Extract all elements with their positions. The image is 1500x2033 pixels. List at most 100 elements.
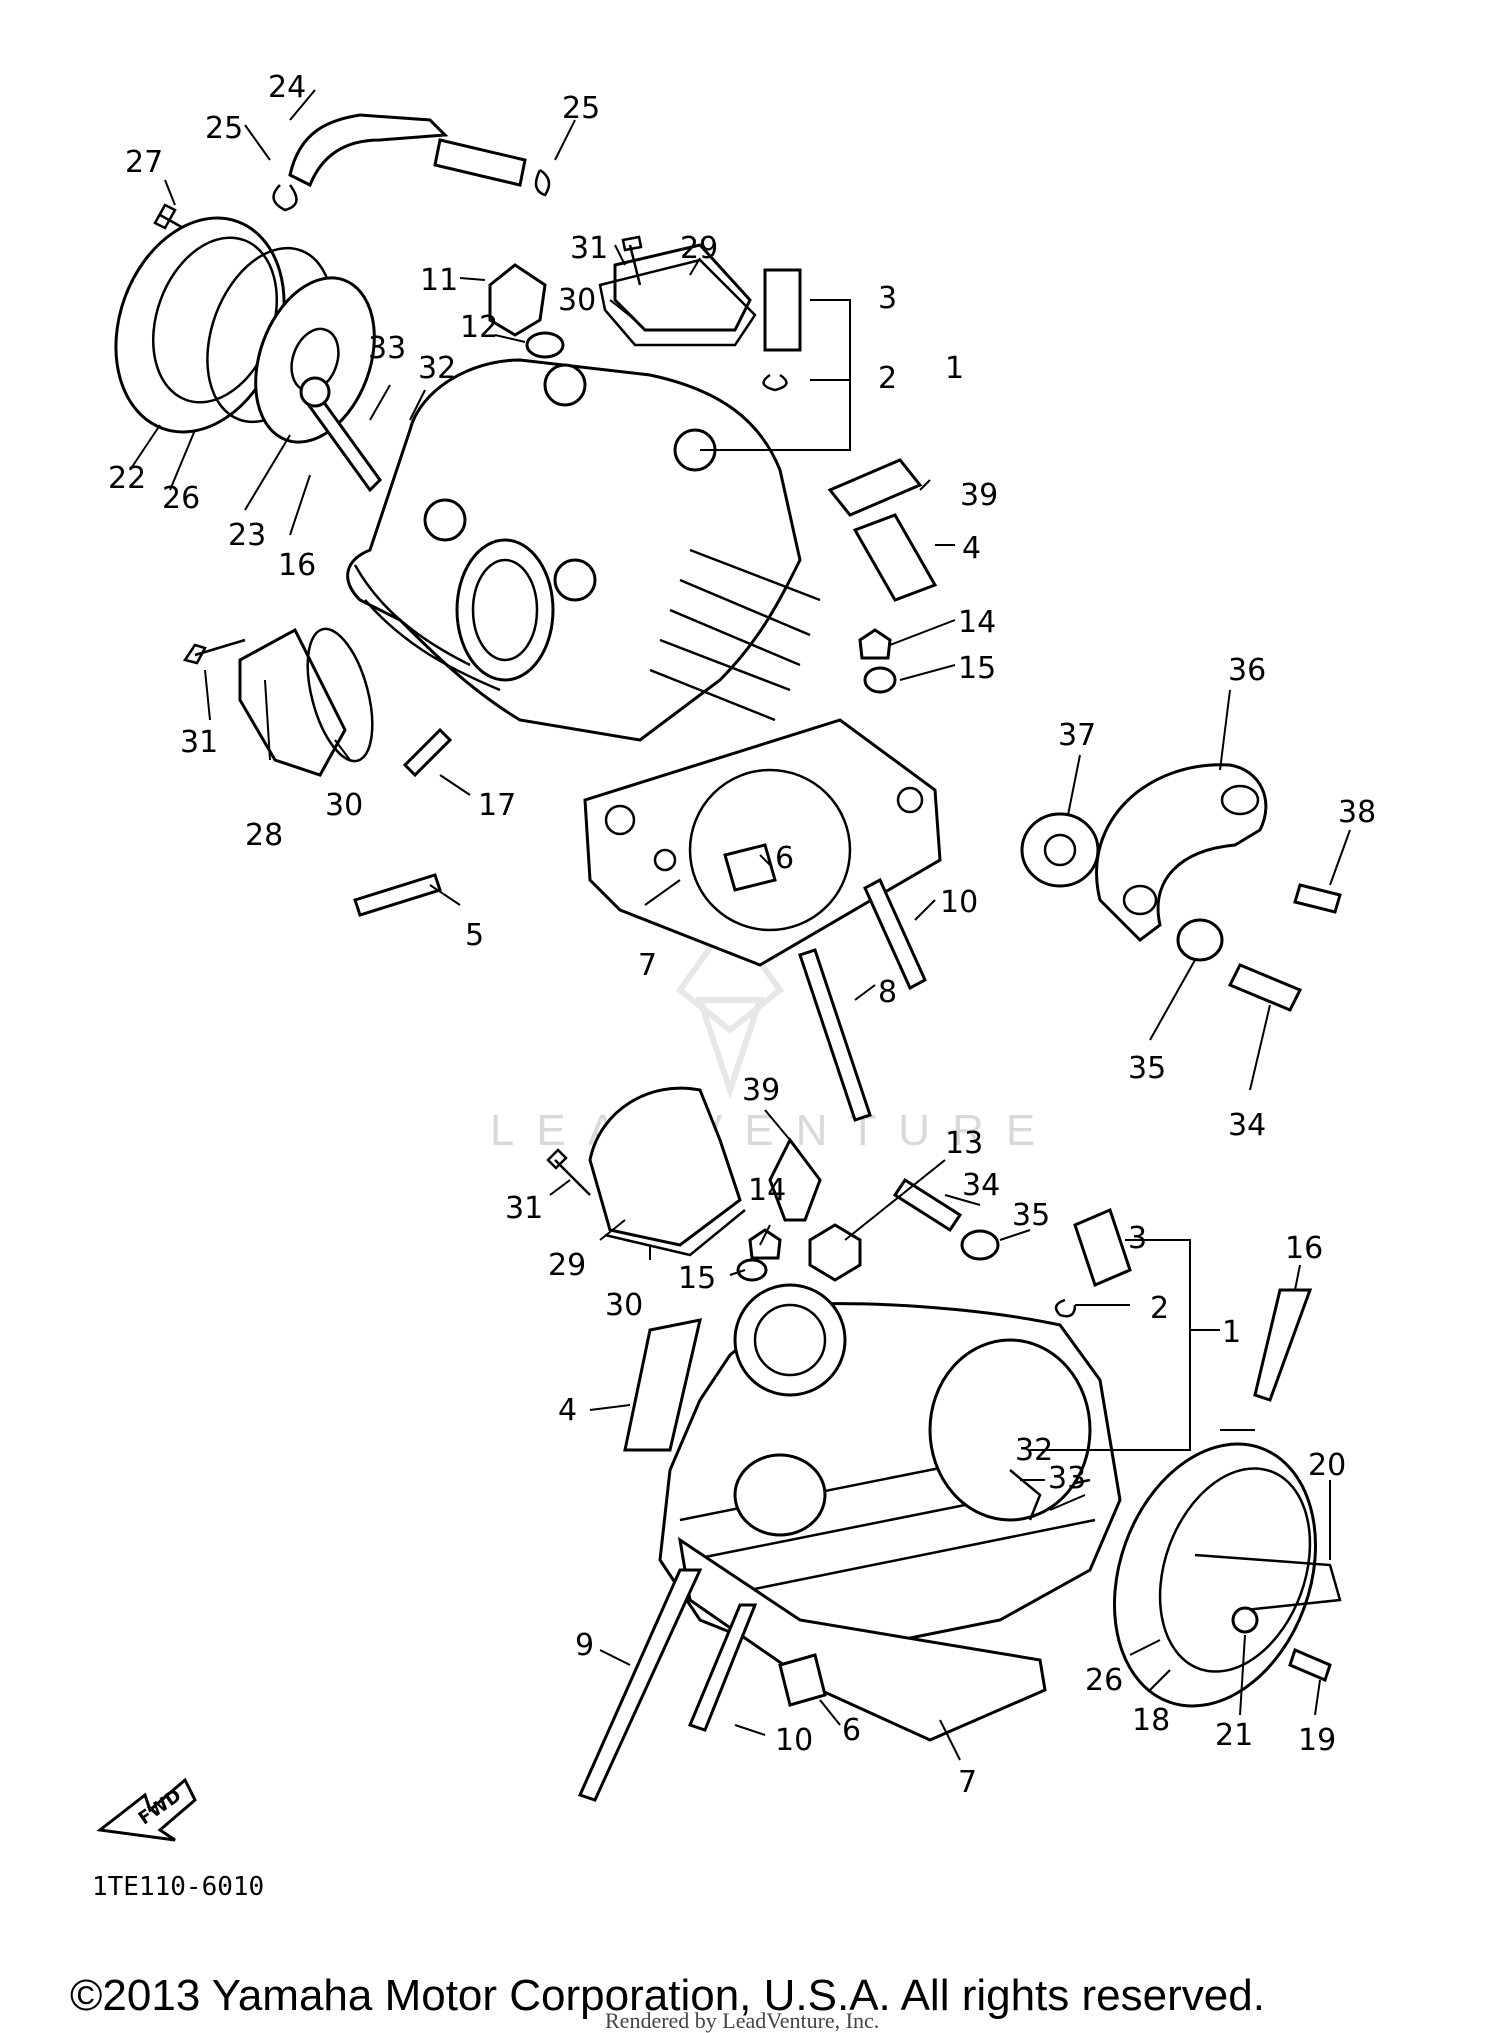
callout-6-upper: 6 — [775, 841, 794, 876]
upper-cylinder-head-assembly — [114, 89, 1351, 1122]
upper-leader-lines — [129, 89, 1351, 1091]
forward-direction-arrow: FWD — [96, 1777, 197, 1842]
callout-29-top: 29 — [680, 231, 718, 266]
callout-1-lower: 1 — [1222, 1315, 1241, 1350]
callout-31-lower: 31 — [505, 1191, 543, 1226]
head-gasket-upper — [583, 718, 942, 967]
callout-14-upper: 14 — [958, 605, 996, 640]
bolt-31-top — [621, 235, 643, 286]
drawing-code: 1TE110-6010 — [92, 1872, 264, 1902]
callouts-lower: 39 13 34 35 3 2 1 16 31 29 30 14 15 4 32… — [505, 1073, 1346, 1800]
callout-30-top: 30 — [558, 283, 596, 318]
callout-28: 28 — [245, 818, 283, 853]
callout-26-upper: 26 — [162, 481, 200, 516]
washer-15-upper — [863, 666, 897, 694]
callouts-upper: 24 25 25 27 31 29 11 30 12 3 2 1 33 32 2… — [108, 70, 1376, 1143]
callout-35-upper: 35 — [1128, 1051, 1166, 1086]
callout-35-lower: 35 — [1012, 1198, 1050, 1233]
callout-13: 13 — [945, 1126, 983, 1161]
callout-31-left: 31 — [180, 725, 218, 760]
callout-5: 5 — [465, 918, 484, 953]
rendered-by-notice: Rendered by LeadVenture, Inc. — [605, 2008, 879, 2033]
callout-39-lower: 39 — [742, 1073, 780, 1108]
stud-10-lower — [687, 1603, 758, 1732]
callout-25-left: 25 — [205, 111, 243, 146]
callout-26-lower: 26 — [1085, 1663, 1123, 1698]
clip-2-upper — [762, 373, 788, 392]
pin-5 — [353, 873, 442, 917]
callout-4-upper: 4 — [962, 531, 981, 566]
callout-10-upper: 10 — [940, 885, 978, 920]
callout-23: 23 — [228, 518, 266, 553]
callout-16-lower: 16 — [1285, 1231, 1323, 1266]
watermark-text: LEADVENTURE — [490, 1106, 1057, 1155]
side-cover-18 — [1112, 1442, 1318, 1708]
grommet-21 — [1231, 1606, 1259, 1634]
callout-32-lower: 32 — [1015, 1433, 1053, 1468]
spark-plug-39-lower — [768, 1137, 822, 1222]
top-cover-29-lower — [588, 1086, 742, 1247]
top-gasket-30-lower — [604, 1209, 746, 1257]
washer-35-lower — [960, 1229, 1000, 1261]
callout-14-lower: 14 — [748, 1173, 786, 1208]
callout-8: 8 — [878, 975, 897, 1010]
callout-32-upper: 32 — [418, 351, 456, 386]
bolt-38 — [1293, 883, 1342, 914]
stud-10-upper — [863, 877, 927, 991]
callout-36: 36 — [1228, 653, 1266, 688]
watermark-logo — [675, 914, 785, 1100]
bolt-16-lower — [1253, 1288, 1313, 1402]
callout-22: 22 — [108, 461, 146, 496]
stud-17 — [402, 727, 453, 778]
cap-nut-14-upper — [858, 628, 892, 660]
valve-guide-3-upper — [763, 268, 802, 352]
callout-6-lower: 6 — [842, 1713, 861, 1748]
nut-11 — [488, 263, 547, 337]
callout-20: 20 — [1308, 1448, 1346, 1483]
callout-27: 27 — [125, 145, 163, 180]
head-gasket-lower — [677, 1536, 1047, 1742]
washer-12 — [525, 331, 565, 359]
clip-2-lower — [1054, 1298, 1077, 1318]
callout-30-lower: 30 — [605, 1288, 643, 1323]
hose-clip-right — [534, 168, 551, 197]
stud-9 — [577, 1568, 703, 1802]
bracket-32-lower — [1009, 1469, 1042, 1521]
breather-hose — [288, 113, 449, 188]
callout-19: 19 — [1298, 1723, 1336, 1758]
top-cover-29 — [613, 243, 752, 332]
callout-4-lower: 4 — [558, 1393, 577, 1428]
callout-11: 11 — [420, 263, 458, 298]
callout-15-upper: 15 — [958, 651, 996, 686]
lower-leader-lines — [549, 1109, 1331, 1761]
stud-8 — [798, 948, 872, 1122]
spring-4-lower — [623, 1318, 702, 1452]
callout-37: 37 — [1058, 718, 1096, 753]
lower-cylinder-head-assembly — [546, 1086, 1342, 1802]
callout-17: 17 — [478, 788, 516, 823]
top-gasket-30 — [598, 258, 757, 347]
callout-10-lower: 10 — [775, 1723, 813, 1758]
callout-25-right: 25 — [562, 91, 600, 126]
spark-plug-39-upper — [827, 458, 923, 517]
upper-head-body — [346, 358, 802, 742]
bolt-34-lower — [892, 1177, 963, 1233]
callout-30-left: 30 — [325, 788, 363, 823]
bracket-20 — [1194, 1553, 1342, 1612]
bolt-31-left — [182, 638, 246, 665]
dowel-pin-6-lower — [778, 1653, 827, 1707]
callout-29-lower: 29 — [548, 1248, 586, 1283]
callout-3-lower: 3 — [1128, 1221, 1147, 1256]
callout-38: 38 — [1338, 795, 1376, 830]
callout-3-upper: 3 — [878, 281, 897, 316]
callout-18: 18 — [1132, 1703, 1170, 1738]
hose-pipe — [433, 138, 527, 187]
callout-34-lower: 34 — [962, 1168, 1000, 1203]
o-ring-30 — [306, 627, 374, 763]
callout-16-upper: 16 — [278, 548, 316, 583]
callout-2-upper: 2 — [878, 361, 897, 396]
callout-21: 21 — [1215, 1718, 1253, 1753]
callout-15-lower: 15 — [678, 1261, 716, 1296]
bolt-19 — [1288, 1647, 1332, 1683]
